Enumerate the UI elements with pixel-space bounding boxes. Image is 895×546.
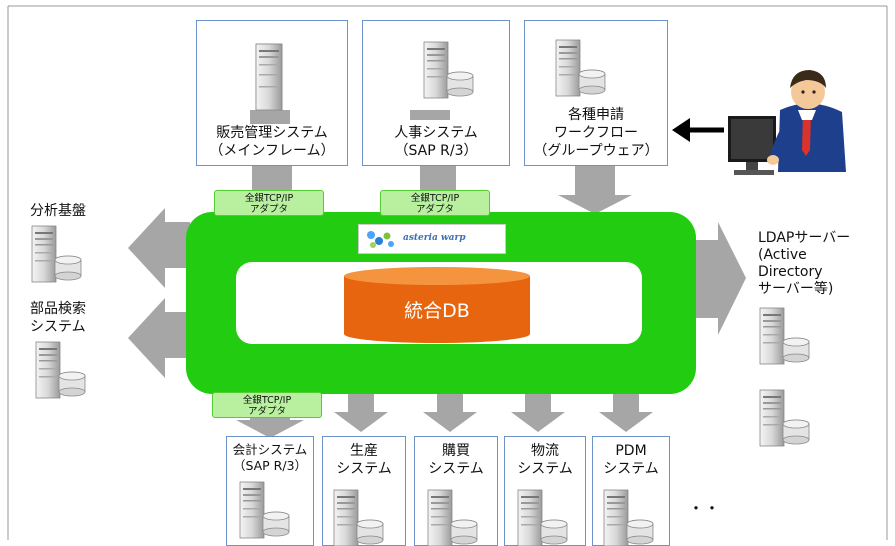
arrow-user-to-workflow [672,118,724,142]
purchasing-sub: システム [428,461,484,477]
pdm-sub: システム [603,461,659,477]
bottom-down-arrows [236,392,653,438]
workflow-system-label: 各種申請 ワークフロー （グループウェア） [524,106,668,160]
logistics-system-label: 物流 システム [504,442,586,478]
workflow-system-name: 各種申請 [568,107,624,123]
production-sub: システム [336,461,392,477]
adapter-hr-line2: アダプタ [415,204,454,215]
left-arrows [128,208,190,378]
workflow-system-name2: ワークフロー [554,125,638,141]
parts-search-name: 部品検索 [30,301,86,317]
adapter-sales-line2: アダプタ [249,204,288,215]
accounting-system-label: 会計システム （SAP R/3） [226,442,314,474]
arrow-left-analytics [128,208,190,288]
arrow-down-purchasing [423,392,477,432]
adapter-hr: 全銀TCP/IP アダプタ [380,190,490,216]
arrow-down-pdm [599,392,653,432]
analytics-name: 分析基盤 [30,203,86,219]
user-at-pc-icon [728,70,846,175]
workflow-system-sub: （グループウェア） [533,143,659,159]
arrow-down-accounting [236,412,304,438]
adapter-sales: 全銀TCP/IP アダプタ [214,190,324,216]
hr-system-sub: （SAP R/3） [394,143,478,159]
adapter-accounting-line2: アダプタ [247,406,286,417]
analytics-label: 分析基盤 [30,202,86,220]
sales-system-sub: （メインフレーム） [209,143,335,159]
sales-system-label: 販売管理システム （メインフレーム） [196,124,348,160]
hr-system-label: 人事システム （SAP R/3） [362,124,510,160]
logo-mark-icon [367,231,394,248]
purchasing-name: 購買 [442,443,470,459]
accounting-name: 会計システム [232,442,308,457]
accounting-sub: （SAP R/3） [232,458,308,473]
ldap-name: LDAPサーバー [758,230,851,246]
pdm-system-label: PDM システム [592,442,670,478]
arrow-left-parts [128,298,190,378]
integrated-db-label: 統合DB [404,300,470,322]
purchasing-system-label: 購買 システム [414,442,498,478]
adapter-accounting-line1: 全銀TCP/IP [242,395,292,406]
production-name: 生産 [350,443,378,459]
ldap-label: LDAPサーバー (Active Directory サーバー等) [758,230,850,298]
ldap-line4: サーバー等) [758,281,834,297]
production-system-label: 生産 システム [322,442,406,478]
ldap-line2: (Active [758,247,807,263]
ldap-line3: Directory [758,264,823,280]
frame [7,5,888,540]
arrow-down-workflow [558,165,632,214]
integrated-db-cylinder [344,267,530,343]
hr-system-name: 人事システム [394,125,478,141]
logistics-sub: システム [517,461,573,477]
pdm-name: PDM [615,443,647,459]
parts-search-label: 部品検索 システム [30,300,86,336]
arrow-down-production [334,392,388,432]
adapter-hr-line1: 全銀TCP/IP [410,193,460,204]
asteria-logo: asteria warp [358,224,506,254]
adapter-accounting: 全銀TCP/IP アダプタ [212,392,322,418]
logistics-name: 物流 [531,443,559,459]
arrow-down-logistics [511,392,565,432]
adapter-sales-line1: 全銀TCP/IP [244,193,294,204]
arrow-right-ldap [690,222,746,335]
more-systems-ellipsis: ・・ [688,499,721,518]
sales-system-name: 販売管理システム [216,125,328,141]
right-servers [759,307,810,447]
logo-text: asteria warp [403,233,466,243]
parts-search-sub: システム [30,319,86,335]
